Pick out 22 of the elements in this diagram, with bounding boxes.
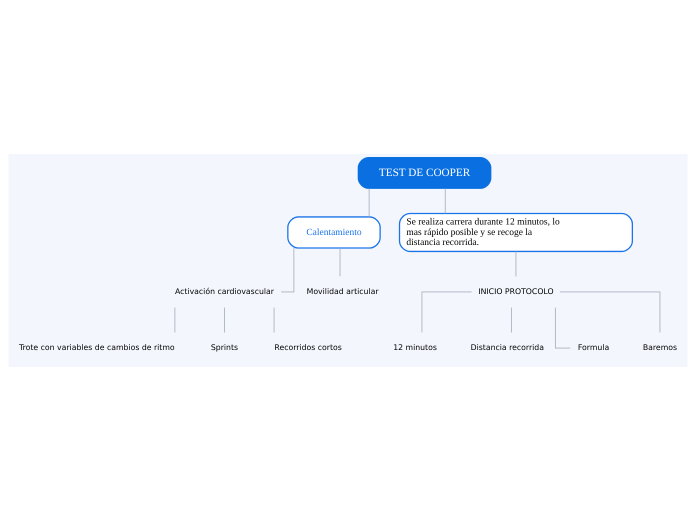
connector: [280, 247, 294, 292]
node-text: Baremos: [642, 342, 678, 352]
node-text: Activación cardiovascular: [174, 286, 274, 296]
node-text: Formula: [578, 342, 610, 352]
connector: [368, 188, 370, 217]
node-text: Movilidad articular: [306, 286, 379, 296]
connector: [444, 188, 446, 214]
node-box: Calentamiento: [287, 216, 381, 248]
node-text: Distancia recorrida: [470, 342, 544, 352]
connector: [224, 306, 225, 332]
node-text: INICIO PROTOCOLO: [478, 286, 554, 296]
node-box: Se realiza carrera durante 12 minutos, lo mas rápido posible y se recoge la distancia recorrida.: [398, 212, 633, 252]
connector: [554, 306, 571, 348]
connector: [174, 306, 176, 332]
node-text: Sprints: [210, 342, 238, 352]
node-box: TEST DE COOPER: [358, 156, 492, 188]
connector: [560, 291, 660, 332]
node-text: 12 minutos: [393, 342, 437, 352]
node-text: Trote con variables de cambios de ritmo: [19, 342, 175, 352]
node-text: Recorridos cortos: [274, 342, 342, 352]
connector: [422, 291, 472, 332]
connector: [510, 306, 512, 332]
